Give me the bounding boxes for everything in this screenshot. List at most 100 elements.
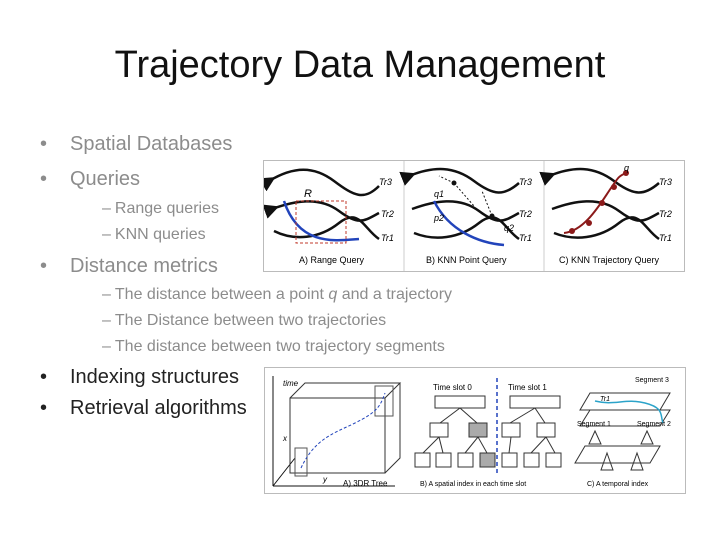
query-trajectory-q	[563, 172, 627, 234]
subbullet-text: The distance between two trajectory segm…	[114, 338, 445, 355]
index-node	[429, 422, 449, 438]
index-node	[536, 422, 556, 438]
trajectory-tr1	[553, 216, 660, 241]
bullet-dot: •	[40, 255, 48, 277]
text-part: The distance between a point	[114, 286, 329, 303]
distance-line	[453, 182, 475, 207]
tree-edge	[530, 436, 547, 454]
text-part: and a trajectory	[337, 286, 453, 303]
index-node	[501, 422, 521, 438]
label-time: time	[283, 379, 299, 388]
tree-edge	[509, 407, 536, 424]
label-r: R	[304, 188, 312, 200]
bounding-box	[289, 397, 386, 474]
query-point	[586, 220, 592, 226]
bullet-text: Spatial Databases	[70, 133, 233, 155]
leaf-node	[414, 452, 431, 468]
label-segment-3: Segment 3	[635, 377, 669, 384]
indexing-diagram: time x y A) 3DR Tree Time slot 0 Time sl…	[272, 376, 671, 488]
root-node	[434, 395, 486, 409]
tree-edge	[439, 407, 461, 424]
query-point	[569, 228, 575, 234]
subbullet-text: KNN queries	[114, 226, 206, 243]
tree-triangle	[630, 451, 644, 471]
query-trajectory	[432, 200, 505, 247]
inner-box	[374, 385, 394, 417]
query-point	[623, 170, 629, 176]
tree-edge	[534, 407, 546, 424]
inner-box	[294, 447, 308, 477]
tree-edge	[477, 436, 488, 454]
tree-triangle	[640, 429, 654, 445]
label-q2: q2	[504, 223, 514, 233]
tree-edge	[545, 436, 556, 454]
variable-q: q	[328, 286, 338, 303]
distance-line	[481, 190, 493, 217]
label-tr1: Tr1	[519, 233, 532, 243]
subbullet-distance-segments: –The distance between two trajectory seg…	[102, 338, 445, 355]
tree-triangle	[588, 429, 602, 445]
trajectory-tr3	[399, 167, 520, 194]
subbullet-range-queries: –Range queries	[102, 200, 219, 217]
label-segment-1: Segment 1	[577, 421, 611, 428]
x-axis	[272, 457, 296, 487]
bullet-text: Distance metrics	[70, 255, 218, 277]
query-point	[611, 184, 617, 190]
subbullet-text: The distance between a point q and a tra…	[115, 286, 452, 303]
label-tr3: Tr3	[519, 177, 532, 187]
leaf-node	[479, 452, 496, 468]
label-tr2: Tr2	[519, 209, 532, 219]
panel-3dr-tree: time x y A) 3DR Tree	[272, 376, 402, 488]
trajectory-tr3	[539, 167, 660, 194]
leaf-node	[435, 452, 452, 468]
label-p2: p2	[433, 213, 444, 223]
label-tr2: Tr2	[381, 209, 394, 219]
panel-knn-trajectory-query: q Tr3 Tr2 Tr1 C) KNN Trajectory Query	[539, 163, 672, 265]
label-segment-2: Segment 2	[637, 421, 671, 428]
panel-range-query: R Tr3 Tr2 Tr1 A) Range Query	[258, 168, 394, 265]
label-time-slot-0: Time slot 0	[433, 383, 472, 392]
trajectory-tr2	[262, 200, 380, 222]
label-tr1: Tr1	[381, 233, 394, 243]
bullet-text: Retrieval algorithms	[70, 397, 247, 419]
label-tr2: Tr2	[659, 209, 672, 219]
bullet-text: Queries	[70, 168, 141, 190]
trajectory-tr1	[594, 400, 664, 424]
caption-3dr-tree: A) 3DR Tree	[343, 479, 388, 488]
indexing-figure: time x y A) 3DR Tree Time slot 0 Time sl…	[264, 367, 686, 494]
trajectory-tr3	[258, 168, 380, 197]
label-tr1: Tr1	[659, 233, 672, 243]
leaf-node	[523, 452, 540, 468]
leaf-node	[501, 452, 518, 468]
label-tr3: Tr3	[659, 177, 672, 187]
label-tr3: Tr3	[379, 177, 392, 187]
label-tr1: Tr1	[600, 396, 610, 403]
distance-line	[438, 175, 455, 184]
subbullet-text: The Distance between two trajectories	[114, 312, 387, 329]
subbullet-text: Range queries	[114, 200, 219, 217]
slide-title: Trajectory Data Management	[114, 44, 606, 86]
tree-edge	[438, 436, 444, 454]
bullet-dot: •	[40, 133, 48, 155]
query-types-diagram: R Tr3 Tr2 Tr1 A) Range Query q1 p2 q2 Tr…	[258, 161, 672, 271]
label-q: q	[624, 163, 629, 173]
root-node	[509, 395, 561, 409]
query-types-figure: R Tr3 Tr2 Tr1 A) Range Query q1 p2 q2 Tr…	[258, 160, 685, 272]
subbullet-distance-point: –The distance between a point q and a tr…	[102, 286, 453, 303]
segment-plane	[579, 409, 671, 427]
leaf-node	[457, 452, 474, 468]
bullet-text: Indexing structures	[70, 366, 239, 388]
query-point	[599, 200, 605, 206]
label-time-slot-1: Time slot 1	[508, 383, 547, 392]
tree-edge	[459, 407, 478, 424]
tree-edge	[508, 436, 512, 454]
trajectory-tr1	[273, 216, 380, 241]
panel-knn-point-query: q1 p2 q2 Tr3 Tr2 Tr1 B) KNN Point Query	[399, 167, 532, 265]
caption-range-query: A) Range Query	[299, 255, 365, 265]
bullet-dot: •	[40, 366, 48, 388]
subbullet-knn-queries: –KNN queries	[102, 226, 206, 243]
panel-temporal-index: Segment 3 Tr1 Segment 1 Segment 2 C) A t…	[574, 377, 671, 488]
caption-temporal-index: C) A temporal index	[587, 481, 649, 488]
leaf-node	[545, 452, 562, 468]
bullet-dot: •	[40, 168, 48, 190]
